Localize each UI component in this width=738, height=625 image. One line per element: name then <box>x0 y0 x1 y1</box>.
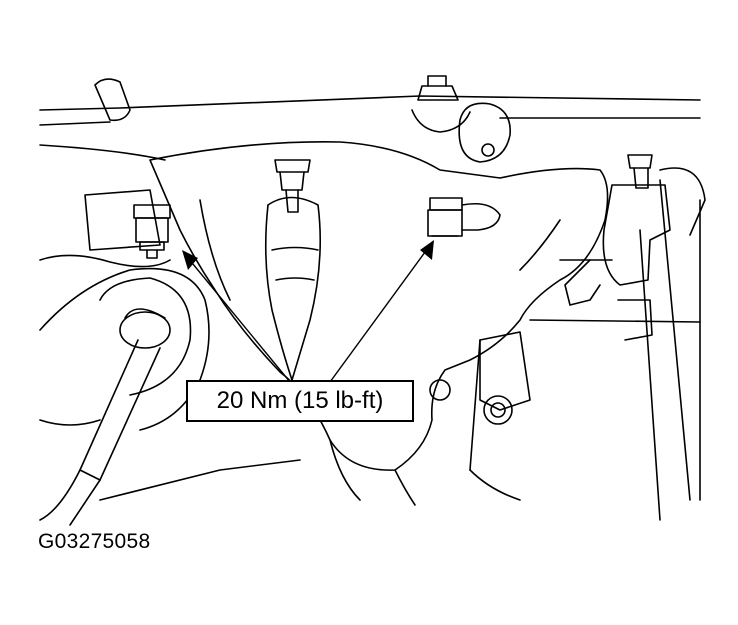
top-stud <box>411 75 471 133</box>
engine-bottom-outline <box>99 439 416 506</box>
heat-shield-stud <box>264 159 321 381</box>
lower-bracket <box>429 331 531 501</box>
right-bolt <box>427 197 501 237</box>
upper-boss <box>458 102 511 163</box>
torque-leader-lines <box>187 247 429 383</box>
leader-line-left <box>187 257 291 383</box>
figure-id: G03275058 <box>38 530 151 553</box>
engine-frame-lines <box>529 179 701 521</box>
torque-spec-label: 20 Nm (15 lb-ft) <box>216 387 384 414</box>
arrowhead-right <box>420 240 434 260</box>
right-bracket <box>564 154 706 341</box>
oxygen-sensor <box>39 267 210 526</box>
arrowhead-left <box>182 250 198 270</box>
left-bolt <box>133 204 171 259</box>
torque-spec-callout: 20 Nm (15 lb-ft) <box>186 380 414 422</box>
engine-block-left <box>39 144 171 268</box>
leader-line-right <box>329 247 429 383</box>
engine-block-top-rail <box>39 78 701 126</box>
